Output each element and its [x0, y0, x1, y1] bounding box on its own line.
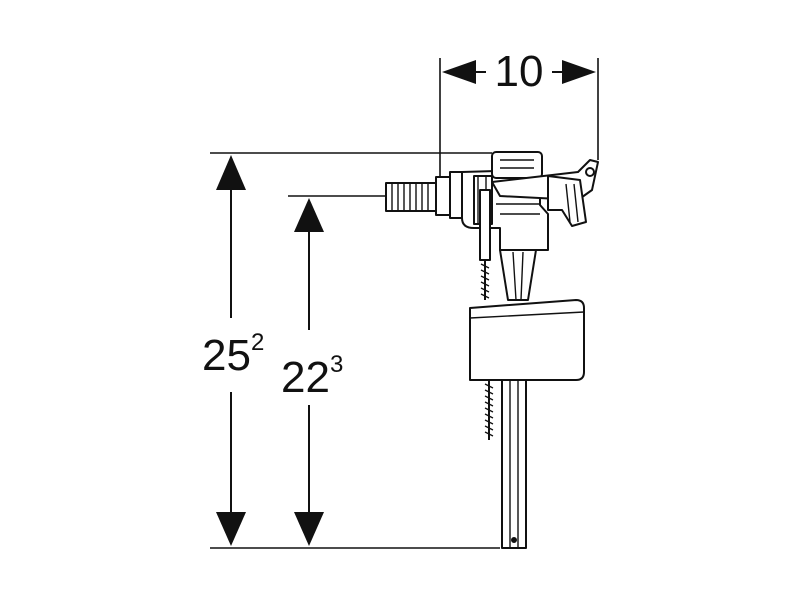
- width-label: 10: [495, 47, 544, 96]
- valve-neck: [499, 249, 537, 301]
- overall-arrow-top: [216, 155, 246, 190]
- width-arrow-right: [562, 60, 596, 84]
- fill-valve: [385, 151, 599, 549]
- inlet-height-superscript: 3: [330, 351, 343, 378]
- inlet-height-dimension: 223: [281, 198, 343, 546]
- overall-height-value: 25: [202, 331, 251, 380]
- overall-height-dimension: 252: [202, 155, 264, 546]
- width-dimension: 10: [442, 47, 596, 96]
- inlet-arrow-top: [294, 198, 324, 232]
- float-box: [469, 299, 585, 381]
- overall-height-superscript: 2: [251, 329, 264, 356]
- adjustment-rod: [479, 189, 494, 440]
- overall-arrow-bottom: [216, 512, 246, 546]
- width-arrow-left: [442, 60, 476, 84]
- overall-height-label: 252: [202, 329, 264, 380]
- inlet-arrow-bottom: [294, 512, 324, 546]
- inlet-height-label: 223: [281, 351, 343, 402]
- threaded-inlet: [385, 171, 463, 219]
- vertical-tube: [501, 379, 527, 549]
- valve-head: [461, 151, 599, 251]
- extension-lines: [210, 58, 599, 549]
- inlet-height-value: 22: [281, 353, 330, 402]
